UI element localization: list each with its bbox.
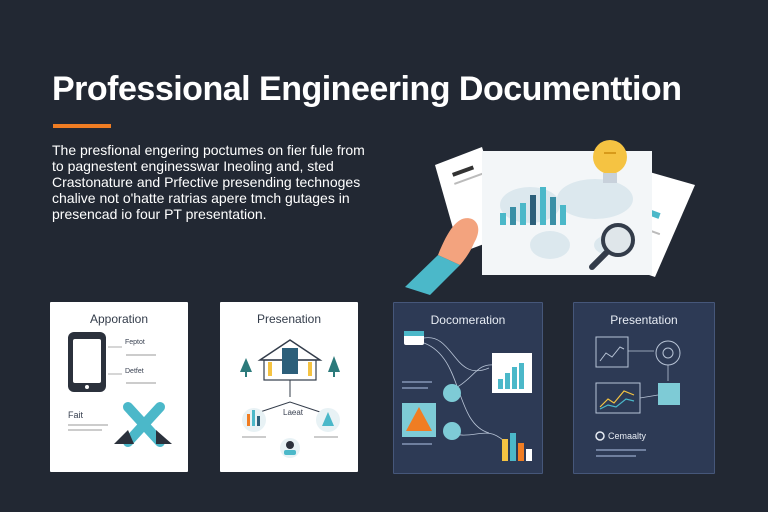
card-title: Presenation (256, 312, 322, 326)
magnifier-icon (589, 223, 635, 270)
documents-illustration (405, 140, 695, 295)
card-title: Presentation (610, 313, 678, 327)
chart-panel (492, 353, 532, 393)
bar-chart-graphic (502, 433, 532, 461)
card-label: Cemaalty (608, 431, 647, 441)
intro-line: chalive not o'hatte ratrias apere tmch g… (52, 190, 350, 206)
card-label: Detfet (125, 368, 144, 375)
world-map-document (482, 151, 652, 275)
bar-chart-graphic (500, 187, 566, 225)
warning-icon (402, 403, 436, 437)
tree-icon (240, 356, 340, 377)
phone-icon (68, 332, 106, 392)
house-icon (257, 339, 323, 381)
intro-paragraph: The presfional engering poctumes on fier… (52, 142, 382, 222)
lightbulb-icon (593, 140, 627, 183)
intro-line: presencad io four PT presentation. (52, 206, 267, 222)
card-label: Laeat (283, 408, 304, 417)
card-label: Feptot (125, 339, 145, 346)
hand-icon (405, 218, 479, 295)
card-presentation-dark-graphic (595, 336, 681, 457)
card-application-graphic (68, 332, 172, 447)
card-application[interactable]: Apporation Feptot Detfet Fait (50, 302, 188, 472)
card-presentation-dark[interactable]: Presentation Cemaalty (573, 302, 715, 474)
intro-line: The presfional engering poctumes on fier… (52, 142, 365, 158)
card-documentation-graphic (402, 331, 532, 461)
gear-icon (595, 431, 605, 441)
card-presentation-graphic (240, 339, 340, 458)
card-title: Docomeration (430, 313, 506, 327)
card-documentation[interactable]: Docomeration (393, 302, 543, 474)
card-title: Apporation (89, 312, 149, 326)
intro-line: to pagnestent enginesswar Ineoling and, … (52, 158, 334, 174)
intro-line: Crastonature and Prfective presending te… (52, 174, 361, 190)
target-icon (655, 340, 681, 366)
close-icon (114, 402, 172, 447)
card-label: Fait (68, 410, 84, 420)
page-title: Professional Engineering Documenttion (52, 70, 682, 108)
card-presentation[interactable]: Presenation Laeat (220, 302, 358, 472)
avatar (280, 438, 300, 458)
title-accent-bar (53, 124, 111, 128)
